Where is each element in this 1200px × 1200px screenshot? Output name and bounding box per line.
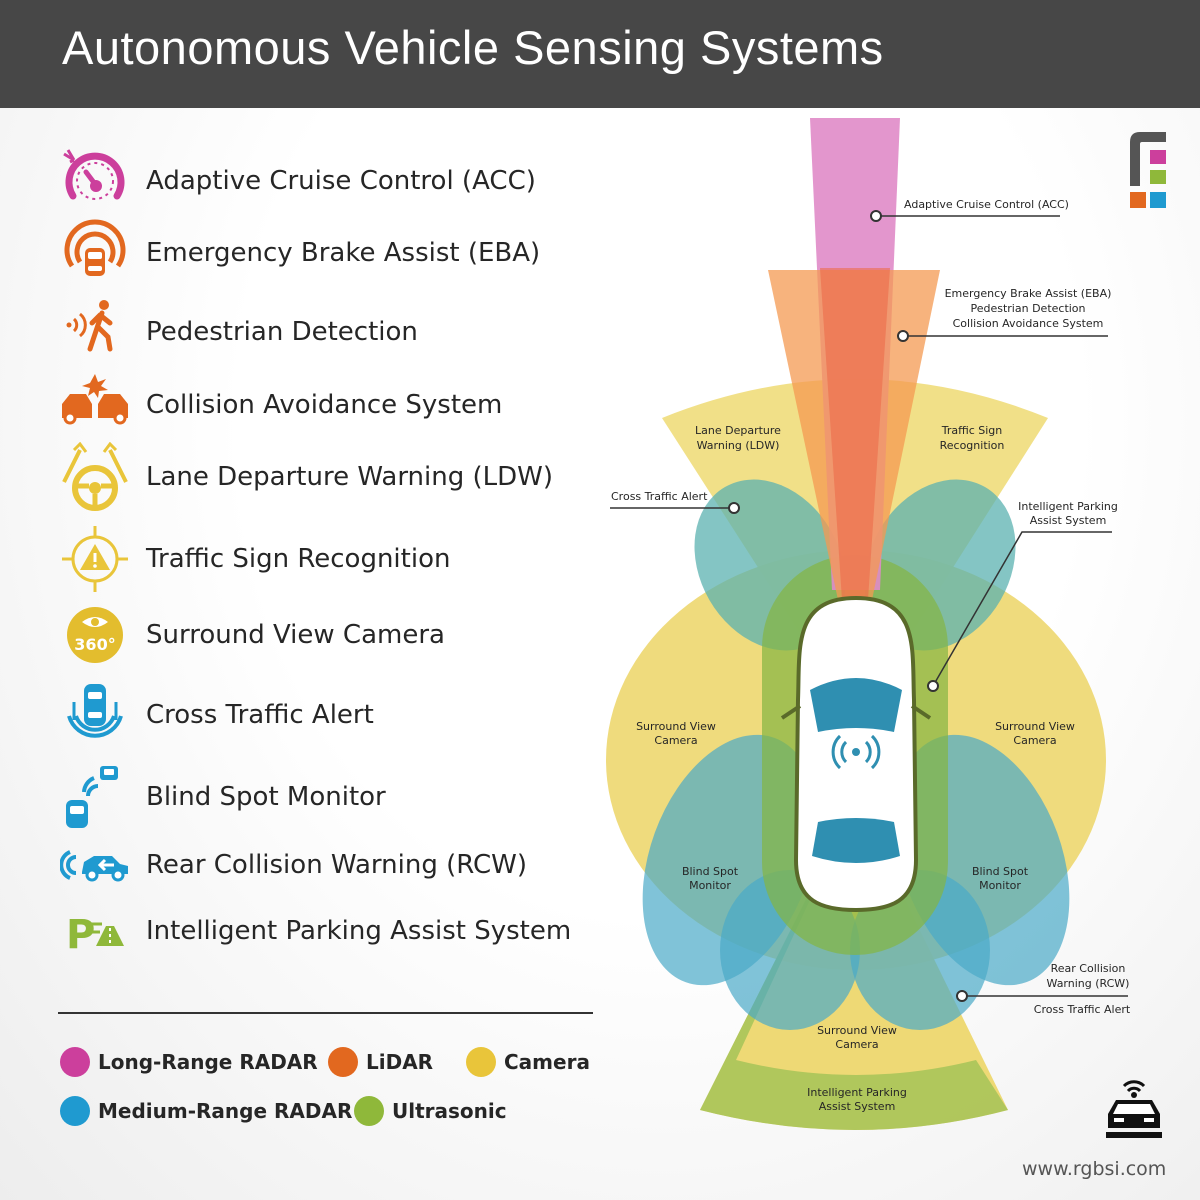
speedometer-icon: [63, 149, 125, 200]
label-svc-rear-line2: Camera: [835, 1038, 878, 1051]
label-ipa-front-line1: Intelligent Parking: [1018, 500, 1118, 513]
label-svc-left-line2: Camera: [654, 734, 697, 747]
parking-assist-icon: P: [66, 912, 124, 958]
label-bsm-right-line2: Monitor: [979, 879, 1021, 892]
feature-item-svc: 360° Surround View Camera: [60, 600, 620, 670]
feature-item-cta: Cross Traffic Alert: [60, 680, 620, 750]
label-ipa-front-line2: Assist System: [1030, 514, 1107, 527]
label-svc-left-line1: Surround View: [636, 720, 716, 733]
label-cta-rear: Cross Traffic Alert: [1034, 1003, 1131, 1016]
callout-marker: [870, 210, 882, 222]
legend-swatch: [354, 1096, 384, 1126]
lane-steering-icon: [62, 442, 128, 511]
legend-label: LiDAR: [366, 1050, 434, 1074]
feature-item-tsr: Traffic Sign Recognition: [60, 524, 620, 594]
feature-label: Blind Spot Monitor: [146, 782, 386, 812]
label-svc-right-line1: Surround View: [995, 720, 1075, 733]
label-bsm-left-line2: Monitor: [689, 879, 731, 892]
cross-traffic-icon: [67, 684, 123, 738]
autonomous-car-icon: [1106, 1080, 1162, 1138]
callout-marker: [897, 330, 909, 342]
feature-label: Cross Traffic Alert: [146, 700, 374, 730]
label-tsr-line1: Traffic Sign: [941, 424, 1003, 437]
camera-360-icon: 360°: [67, 607, 123, 663]
feature-item-acc: Adaptive Cruise Control (ACC): [60, 146, 620, 216]
blind-spot-icon: [66, 766, 118, 828]
feature-label: Pedestrian Detection: [146, 317, 418, 347]
label-bsm-right-line1: Blind Spot: [972, 865, 1029, 878]
legend-swatch: [328, 1047, 358, 1077]
page-title: Autonomous Vehicle Sensing Systems: [62, 21, 884, 74]
label-rcw-line1: Rear Collision: [1051, 962, 1126, 975]
label-ipa-rear-line1: Intelligent Parking: [807, 1086, 907, 1099]
sensor-dot: [852, 748, 860, 756]
wireless-signal-icon: [831, 734, 881, 770]
label-bsm-left-line1: Blind Spot: [682, 865, 739, 878]
label-acc: Adaptive Cruise Control (ACC): [904, 198, 1069, 211]
pedestrian-icon: [66, 300, 113, 352]
legend-label: Ultrasonic: [392, 1099, 507, 1123]
label-svc-right-line2: Camera: [1013, 734, 1056, 747]
feature-label: Emergency Brake Assist (EBA): [146, 238, 541, 268]
label-eba-line1: Emergency Brake Assist (EBA): [945, 287, 1112, 300]
company-logo: [1130, 132, 1166, 208]
label-svc-rear-line1: Surround View: [817, 1024, 897, 1037]
website-url: www.rgbsi.com: [1022, 1158, 1167, 1180]
callout-marker: [956, 990, 968, 1002]
label-cta-front: Cross Traffic Alert: [611, 490, 708, 503]
legend-swatch: [60, 1047, 90, 1077]
feature-item-bsm: Blind Spot Monitor: [60, 762, 620, 832]
feature-label: Intelligent Parking Assist System: [146, 916, 572, 946]
label-tsr-line2: Recognition: [940, 439, 1005, 452]
label-ldw-line1: Lane Departure: [695, 424, 781, 437]
collision-icon: [62, 374, 128, 425]
feature-label: Adaptive Cruise Control (ACC): [146, 166, 536, 196]
label-ipa-rear-line2: Assist System: [819, 1100, 896, 1113]
feature-label: Collision Avoidance System: [146, 390, 503, 420]
feature-item-collision: Collision Avoidance System: [60, 370, 620, 440]
feature-item-eba: Emergency Brake Assist (EBA): [60, 218, 620, 288]
legend-label: Camera: [504, 1050, 590, 1074]
warning-target-icon: [62, 526, 128, 592]
brake-assist-icon: [64, 219, 126, 276]
svg-text:P: P: [66, 912, 95, 958]
label-eba-line2: Pedestrian Detection: [970, 302, 1085, 315]
car-top-view: [780, 595, 932, 913]
feature-item-ipa: P Intelligent Parking Assist System: [60, 896, 620, 966]
feature-item-pedestrian: Pedestrian Detection: [60, 297, 620, 367]
label-eba-line3: Collision Avoidance System: [953, 317, 1104, 330]
callout-marker: [728, 502, 740, 514]
rear-ultrasonic-zone: [700, 800, 1008, 1130]
feature-item-rcw: Rear Collision Warning (RCW): [60, 830, 620, 900]
legend-swatch: [60, 1096, 90, 1126]
svg-text:360°: 360°: [74, 635, 115, 654]
legend-swatch: [466, 1047, 496, 1077]
legend-label: Medium-Range RADAR: [98, 1099, 353, 1123]
header-bar: Autonomous Vehicle Sensing Systems: [0, 0, 1200, 108]
feature-label: Surround View Camera: [146, 620, 445, 650]
lidar-core-beam: [820, 268, 890, 600]
label-ldw-line2: Warning (LDW): [697, 439, 780, 452]
legend-label: Long-Range RADAR: [98, 1050, 318, 1074]
rear-collision-icon: [60, 850, 128, 882]
label-rcw-line2: Warning (RCW): [1047, 977, 1130, 990]
feature-label: Lane Departure Warning (LDW): [146, 462, 554, 492]
feature-item-ldw: Lane Departure Warning (LDW): [60, 442, 620, 512]
legend-divider: [58, 1012, 593, 1014]
feature-label: Rear Collision Warning (RCW): [146, 850, 528, 880]
feature-label: Traffic Sign Recognition: [146, 544, 451, 574]
callout-marker: [927, 680, 939, 692]
